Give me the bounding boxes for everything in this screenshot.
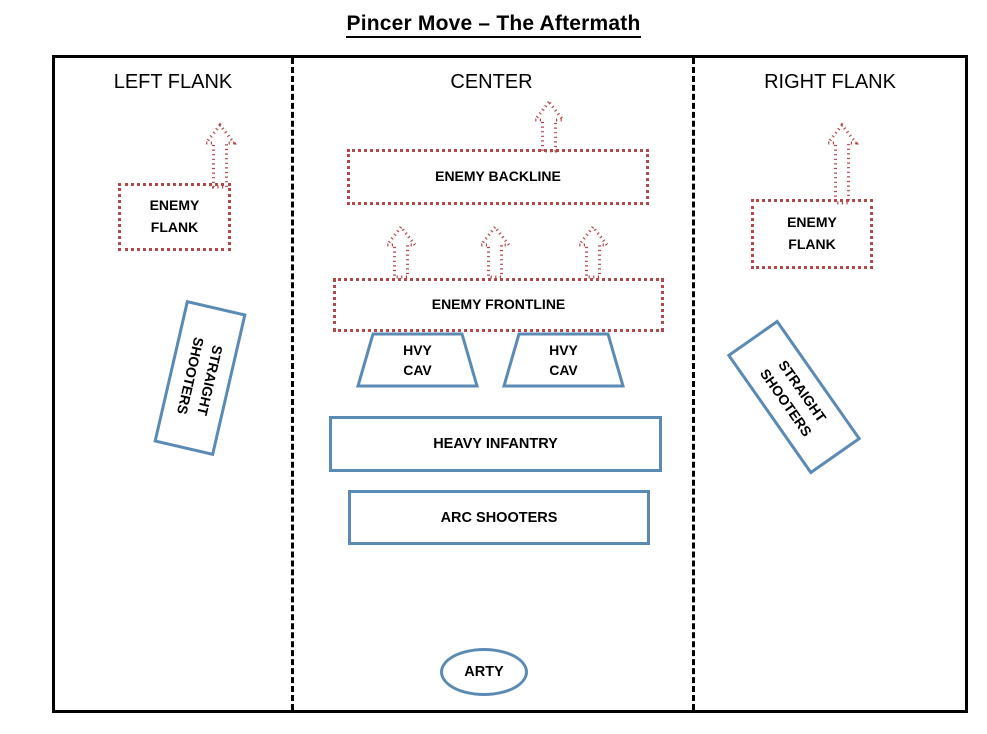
column-header-right-flank: RIGHT FLANK (764, 71, 896, 93)
enemy-unit-backline-label: ENEMY BACKLINE (435, 168, 561, 185)
friendly-unit-straight-shooters-left: STRAIGHT SHOOTERS (153, 299, 247, 457)
enemy-unit-left-flank-label-1: ENEMY (149, 197, 200, 214)
enemy-unit-frontline: ENEMY FRONTLINE (333, 278, 664, 332)
friendly-unit-straight-shooters-right-label: STRAIGHT SHOOTERS (755, 353, 833, 441)
battlefield-frame: LEFT FLANK CENTER RIGHT FLANK ENEMY FLAN… (52, 55, 968, 713)
page-title-text: Pincer Move – The Aftermath (346, 12, 641, 38)
arrow-frontline-right-icon (575, 224, 611, 279)
hvy-cav-left-shape (356, 332, 479, 388)
enemy-unit-left-flank-label-2: FLANK (150, 219, 199, 235)
enemy-unit-frontline-label: ENEMY FRONTLINE (431, 296, 566, 313)
column-header-center: CENTER (450, 71, 533, 93)
enemy-unit-right-flank-label-1: ENEMY (787, 214, 837, 231)
column-divider-left (291, 58, 294, 710)
enemy-unit-right-flank-label-2: FLANK (788, 236, 836, 252)
friendly-unit-arty-label: ARTY (464, 664, 504, 680)
friendly-unit-arc-shooters-label: ARC SHOOTERS (440, 509, 558, 526)
hvy-cav-right-shape (502, 332, 625, 388)
friendly-unit-heavy-infantry-label: HEAVY INFANTRY (433, 436, 558, 452)
friendly-unit-straight-shooters-left-label: STRAIGHT SHOOTERS (171, 335, 228, 421)
arrow-right-flank-icon (824, 122, 860, 205)
friendly-unit-arty: ARTY (440, 648, 528, 696)
enemy-unit-left-flank: ENEMY FLANK (118, 183, 231, 251)
friendly-unit-arc-shooters: ARC SHOOTERS (348, 490, 650, 545)
friendly-unit-heavy-infantry: HEAVY INFANTRY (329, 416, 662, 472)
arrow-frontline-left-icon (383, 224, 419, 279)
column-header-left-flank: LEFT FLANK (113, 71, 233, 93)
friendly-unit-hvy-cav-right: HVY CAV (501, 332, 626, 388)
friendly-unit-straight-shooters-right: STRAIGHT SHOOTERS (726, 319, 862, 475)
column-divider-right (692, 58, 695, 710)
arrow-backline-top-icon (531, 99, 567, 153)
arrow-frontline-center-icon (477, 224, 513, 279)
friendly-unit-hvy-cav-left: HVY CAV (355, 332, 480, 388)
enemy-unit-right-flank: ENEMY FLANK (751, 199, 873, 269)
enemy-unit-backline: ENEMY BACKLINE (347, 149, 649, 205)
page-title: Pincer Move – The Aftermath (0, 12, 987, 38)
arrow-left-flank-icon (202, 122, 238, 189)
